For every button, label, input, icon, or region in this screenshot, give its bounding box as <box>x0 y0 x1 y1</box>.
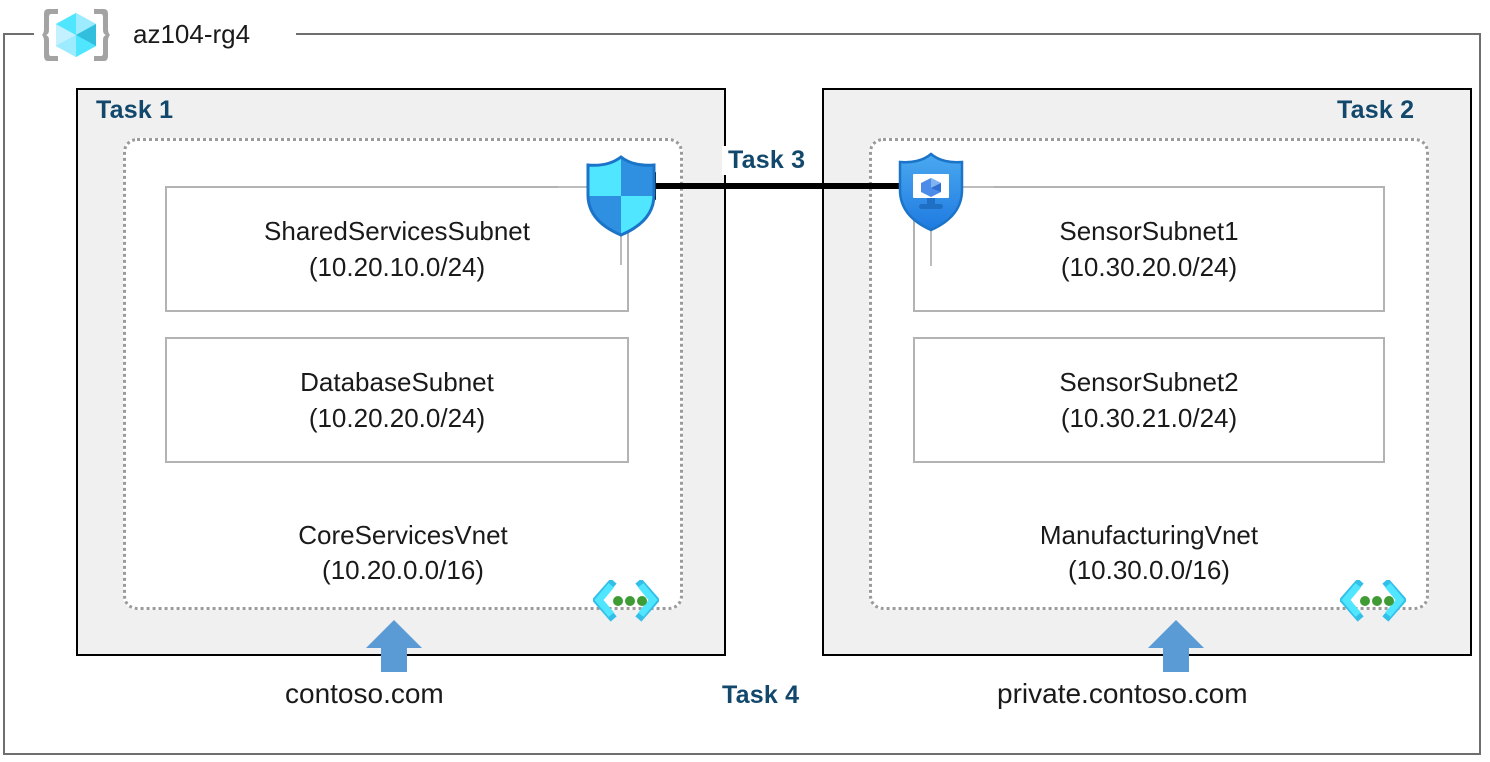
vnet-name-text: CoreServicesVnet <box>298 520 508 550</box>
subnet-name: SensorSubnet2 <box>1059 367 1239 397</box>
dns-shield-drop-line <box>620 225 622 265</box>
subnet-cidr: (10.20.10.0/24) <box>308 252 486 282</box>
virtual-network-icon <box>591 578 661 626</box>
private-dns-zone-shield-icon <box>582 155 660 237</box>
subnet-name: SharedServicesSubnet <box>264 216 530 246</box>
subnet-name: DatabaseSubnet <box>300 367 494 397</box>
task-3-label: Task 3 <box>722 146 812 175</box>
task-1-label: Task 1 <box>96 96 174 124</box>
subnet-sensor1: SensorSubnet1 (10.30.20.0/24) <box>913 186 1385 312</box>
dns-zone-label-private-contoso: private.contoso.com <box>997 678 1248 709</box>
vnet-peering-line <box>651 183 911 189</box>
dns-zone-label-contoso: contoso.com <box>285 678 444 709</box>
subnet-sensor2: SensorSubnet2 (10.30.21.0/24) <box>913 337 1385 463</box>
subnet-name: SensorSubnet1 <box>1059 216 1239 246</box>
subnet-cidr: (10.30.21.0/24) <box>1060 403 1238 433</box>
private-link-connector <box>960 186 994 188</box>
subnet-cidr: (10.20.20.0/24) <box>308 403 486 433</box>
subnet-database: DatabaseSubnet (10.20.20.0/24) <box>165 337 629 463</box>
dns-virtual-network-link-arrow <box>1148 620 1204 672</box>
private-link-shield-icon <box>895 152 967 232</box>
virtual-network-icon <box>1338 578 1408 626</box>
vnet-cidr-text: (10.30.0.0/16) <box>1068 555 1230 585</box>
resource-group-name: az104-rg4 <box>133 19 251 49</box>
vnet-manufacturing-caption: ManufacturingVnet (10.30.0.0/16) <box>869 518 1429 588</box>
resource-group-frame <box>3 33 1481 755</box>
vnet-coreservices-caption: CoreServicesVnet (10.20.0.0/16) <box>123 518 683 588</box>
subnet-cidr: (10.30.20.0/24) <box>1060 252 1238 282</box>
subnet-sharedservices: SharedServicesSubnet (10.20.10.0/24) <box>165 186 629 312</box>
vnet-cidr-text: (10.20.0.0/16) <box>322 555 484 585</box>
task-2-label: Task 2 <box>1337 96 1415 124</box>
private-link-drop-line <box>930 222 932 266</box>
dns-virtual-network-link-arrow <box>366 620 422 672</box>
vnet-name-text: ManufacturingVnet <box>1039 520 1259 550</box>
resource-group-icon <box>42 6 110 64</box>
task-4-label: Task 4 <box>722 681 800 709</box>
dns-shield-connector <box>558 186 588 188</box>
